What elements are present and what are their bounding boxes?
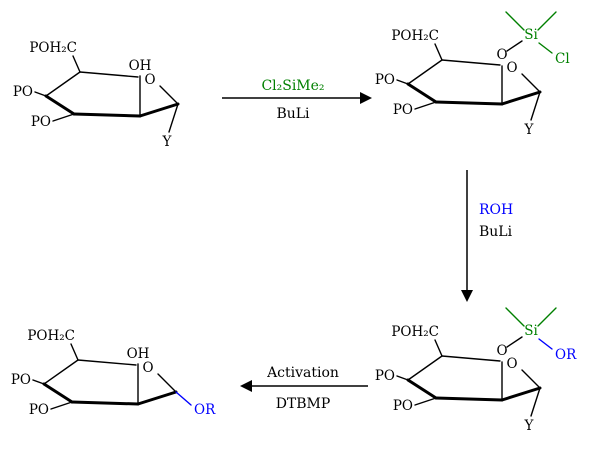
bold-bond	[434, 396, 504, 402]
bond	[396, 375, 409, 381]
c2-oh-label: OH	[129, 58, 152, 74]
bond	[434, 339, 443, 357]
bond	[32, 379, 45, 385]
bond	[77, 359, 137, 366]
bold-bond	[406, 378, 438, 400]
c2-oxygen-label: O	[496, 47, 507, 63]
ch2op-label: POH₂C	[391, 324, 439, 340]
bold-bond	[42, 382, 74, 404]
arrow-step2: ROH BuLi	[461, 170, 513, 302]
ch2op-label: POH₂C	[29, 40, 77, 56]
bond	[521, 73, 541, 93]
anomeric-label: Y	[162, 134, 173, 150]
bond	[521, 369, 541, 389]
po-label-upper: PO	[375, 368, 395, 384]
methyl-bond	[537, 307, 557, 327]
arrowhead-right-icon	[360, 92, 372, 104]
bold-bond	[500, 386, 542, 402]
arrow-step3: Activation DTBMP	[240, 365, 368, 412]
ring-oxygen-label: O	[142, 360, 153, 376]
si-cl-bond	[538, 42, 553, 54]
bold-bond	[44, 94, 76, 116]
po-label-lower: PO	[29, 402, 49, 418]
bond	[396, 79, 409, 85]
bond	[530, 387, 541, 417]
bond	[34, 91, 47, 97]
bold-bond	[70, 400, 140, 406]
bold-bond	[72, 112, 142, 118]
bond	[506, 40, 523, 52]
anomeric-or-bond	[175, 391, 192, 406]
c2-oh-label: OH	[127, 346, 150, 362]
po-label-upper: PO	[13, 84, 33, 100]
molecule-chlorosilane: O POH₂C O Si Cl PO PO Y	[375, 11, 570, 138]
reagent-above: ROH	[479, 202, 513, 218]
ring-oxygen-label: O	[506, 356, 517, 372]
bond	[434, 43, 443, 61]
bond	[414, 101, 437, 110]
po-label-upper: PO	[11, 372, 31, 388]
reagent-above: Activation	[266, 365, 339, 381]
c2-oxygen-label: O	[496, 343, 507, 359]
reagent-below: BuLi	[276, 106, 310, 122]
molecule-product: O POH₂C OH PO PO OR	[11, 328, 216, 418]
bond	[159, 85, 179, 105]
bond	[407, 355, 443, 381]
reagent-below: BuLi	[479, 224, 513, 240]
bond	[157, 373, 177, 393]
reagent-above: Cl₂SiMe₂	[261, 78, 324, 94]
bold-bond	[500, 90, 542, 106]
silicon-label: Si	[524, 27, 538, 43]
arrowhead-down-icon	[461, 290, 473, 302]
bond	[70, 343, 79, 361]
bond	[414, 397, 437, 406]
arrow-step1: Cl₂SiMe₂ BuLi	[222, 78, 372, 122]
or-label: OR	[555, 347, 577, 363]
bond	[407, 59, 443, 85]
ring-oxygen-label: O	[506, 60, 517, 76]
methyl-bond	[505, 11, 525, 31]
methyl-bond	[505, 307, 525, 327]
bond	[441, 59, 501, 66]
silicon-label: Si	[524, 323, 538, 339]
bond	[168, 103, 179, 133]
molecule-start: O POH₂C OH PO PO Y	[13, 40, 180, 150]
bond	[530, 91, 541, 121]
po-label-upper: PO	[375, 72, 395, 88]
ring-oxygen-label: O	[144, 72, 155, 88]
reagent-below: DTBMP	[276, 396, 331, 412]
bold-bond	[138, 102, 180, 118]
si-or-bond	[538, 338, 553, 350]
po-label-lower: PO	[393, 398, 413, 414]
anomeric-label: Y	[524, 418, 535, 434]
methyl-bond	[537, 11, 557, 31]
arrowhead-left-icon	[240, 380, 252, 392]
bond	[506, 336, 523, 348]
bond	[52, 113, 75, 122]
bold-bond	[434, 100, 504, 106]
anomeric-label: OR	[194, 402, 216, 418]
bond	[43, 359, 79, 385]
ch2op-label: POH₂C	[27, 328, 75, 344]
po-label-lower: PO	[393, 102, 413, 118]
anomeric-label: Y	[524, 122, 535, 138]
bond	[50, 401, 73, 410]
bond	[79, 71, 139, 78]
molecule-alkoxysilane: O POH₂C O Si OR PO PO Y	[375, 307, 577, 434]
chlorine-label: Cl	[555, 51, 570, 67]
bond	[45, 71, 81, 97]
bond	[72, 55, 81, 73]
ch2op-label: POH₂C	[391, 28, 439, 44]
bold-bond	[136, 390, 178, 406]
bold-bond	[406, 82, 438, 104]
po-label-lower: PO	[31, 114, 51, 130]
bond	[441, 355, 501, 362]
